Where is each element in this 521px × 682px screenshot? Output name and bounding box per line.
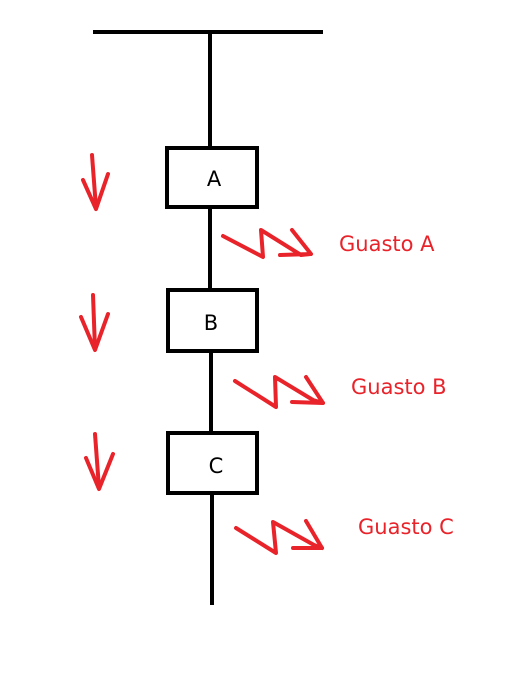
protection-box-a-label: A — [207, 167, 222, 191]
protection-box-b: B — [166, 288, 259, 353]
lightning-bolt-icon — [234, 519, 324, 555]
fault-label-c: Guasto C — [358, 515, 454, 539]
lightning-bolt-icon — [233, 375, 325, 409]
protection-box-c: C — [166, 431, 259, 495]
down-arrow-icon — [79, 293, 110, 352]
fault-label-a: Guasto A — [339, 232, 435, 256]
down-arrow-icon — [81, 153, 110, 211]
down-arrow-icon — [84, 432, 115, 491]
lightning-bolt-icon — [221, 228, 313, 259]
protection-box-b-label: B — [204, 311, 218, 335]
protection-box-a: A — [165, 146, 259, 209]
fault-label-b: Guasto B — [351, 375, 447, 399]
protection-box-c-label: C — [209, 454, 224, 478]
